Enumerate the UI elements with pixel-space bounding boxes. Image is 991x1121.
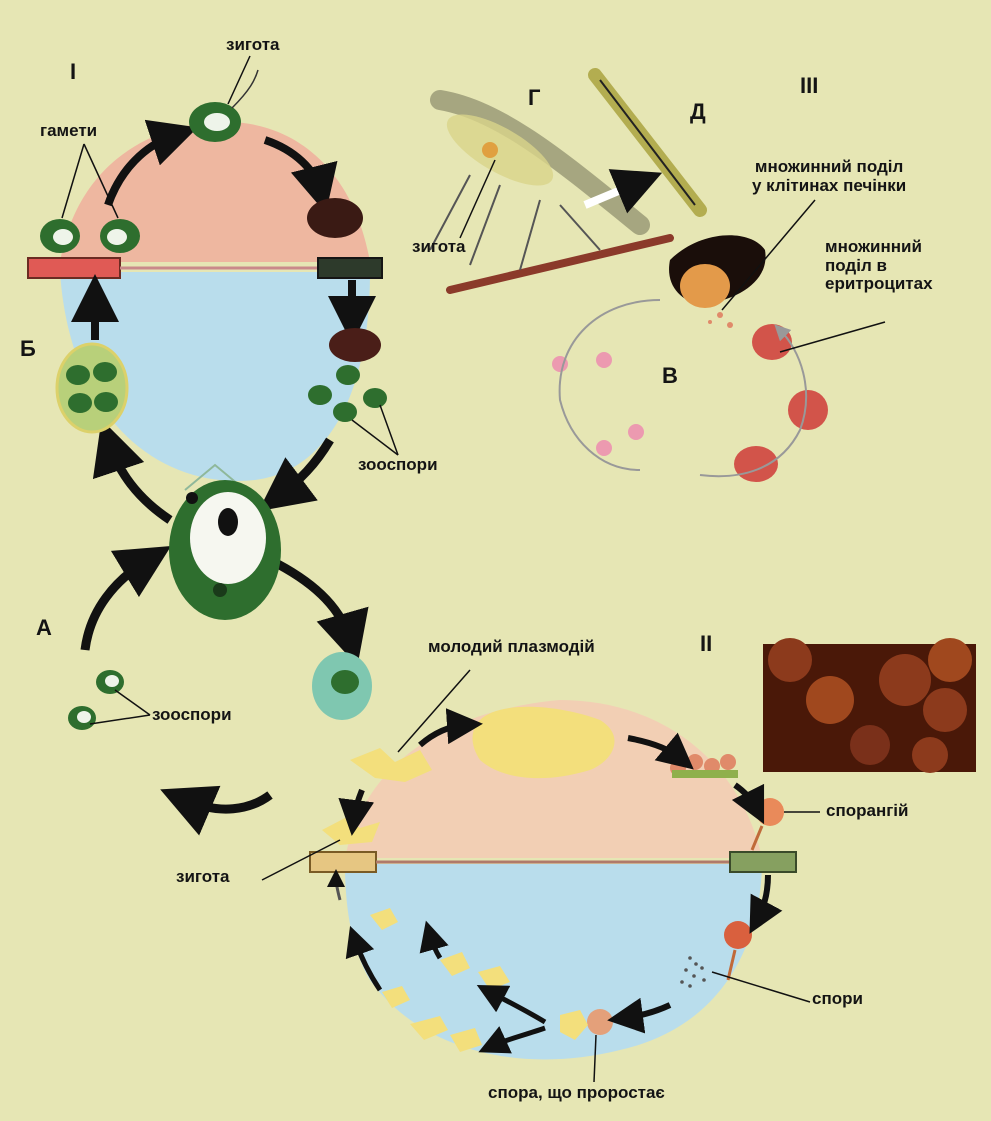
pointer-zygote-1 — [228, 56, 250, 104]
pointer-zygote-3 — [460, 160, 495, 238]
label-young-plasmodium: молодий плазмодій — [428, 638, 595, 657]
pointer-zoospores-left-b — [90, 715, 150, 724]
letter-b: Б — [20, 337, 36, 361]
letter-d: Д — [690, 100, 706, 124]
label-liver-division: множинний поділ у клітинах печінки — [752, 158, 906, 195]
letter-g: Г — [528, 86, 540, 110]
zoospore-group-left — [68, 670, 124, 730]
sporangium-cell-b — [57, 344, 127, 432]
arrow-9 — [85, 560, 148, 650]
division-bar-right-2 — [730, 852, 796, 872]
photo-sporangium-6 — [850, 725, 890, 765]
pointer-zoospores-left-a — [115, 690, 150, 715]
cycle-2-slime-mold — [262, 638, 976, 1082]
label-germinating-spore: спора, що проростає — [488, 1084, 665, 1103]
young-cell-right — [312, 652, 372, 720]
erythrocyte-5 — [596, 352, 612, 368]
arrow-8 — [185, 795, 270, 809]
arrow-7 — [270, 560, 350, 640]
photo-sporangium-3 — [879, 654, 931, 706]
arrow-c2-11 — [336, 878, 340, 900]
division-bar-left-2 — [310, 852, 376, 872]
erythrocyte-1 — [752, 324, 792, 360]
mosquito-branch — [450, 238, 670, 290]
erythrocyte-3 — [734, 446, 778, 482]
label-erythrocyte-division: множинний поділ в еритроцитах — [825, 238, 933, 294]
gamete-cell-right — [100, 219, 140, 253]
letter-v: В — [662, 364, 678, 388]
dormant-zygote-bottom — [329, 328, 381, 362]
photo-sporangium-7 — [912, 737, 948, 773]
label-zygote-1: зигота — [226, 36, 280, 55]
label-gametes: гамети — [40, 122, 97, 141]
cycle-3-plasmodium — [430, 75, 885, 482]
pointer-spores — [712, 972, 810, 1002]
photo-sporangium-2 — [806, 676, 854, 724]
pointer-erythrocytes — [780, 322, 885, 352]
division-bar-right — [318, 258, 382, 278]
division-bar-left — [28, 258, 120, 278]
adult-chlamydomonas-cell — [169, 465, 281, 620]
label-zygote-3: зигота — [412, 238, 466, 257]
erythrocyte-7 — [596, 440, 612, 456]
diploid-phase-area-2 — [345, 864, 762, 1059]
photo-sporangium-1 — [768, 638, 812, 682]
roman-numeral-ii: II — [700, 632, 712, 656]
dormant-zygote-top — [307, 198, 363, 238]
roman-numeral-i: I — [70, 60, 76, 84]
cycle-1-chlamydomonas — [28, 56, 398, 809]
roman-numeral-iii: III — [800, 74, 818, 98]
label-sporangium: спорангій — [826, 802, 908, 821]
label-zoospores-left: зооспори — [152, 706, 232, 725]
photo-sporangium-4 — [928, 638, 972, 682]
gamete-cell-left — [40, 219, 80, 253]
label-spores: спори — [812, 990, 863, 1009]
label-zygote-2: зигота — [176, 868, 230, 887]
letter-a: А — [36, 616, 52, 640]
erythrocyte-6 — [628, 424, 644, 440]
photo-sporangium-5 — [923, 688, 967, 732]
erythrocyte-2 — [788, 390, 828, 430]
label-zoospores-right: зооспори — [358, 456, 438, 475]
liver — [669, 235, 766, 308]
